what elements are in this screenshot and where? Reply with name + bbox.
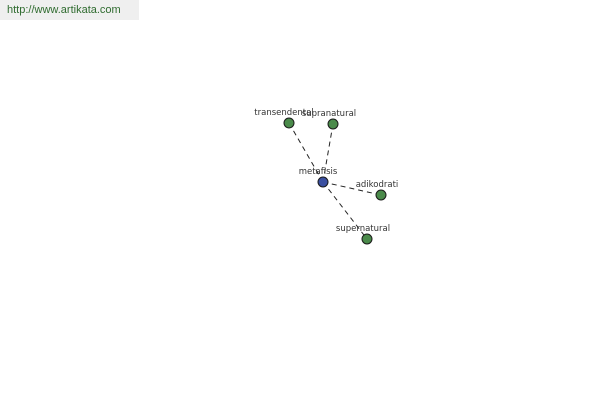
site-url-watermark[interactable]: http://www.artikata.com: [0, 0, 139, 20]
node-adikodrati[interactable]: [375, 189, 387, 201]
label-adikodrati[interactable]: adikodrati: [356, 180, 399, 190]
node-supranatural[interactable]: [327, 118, 339, 130]
node-supernatural[interactable]: [361, 233, 373, 245]
label-transendental[interactable]: transendental: [254, 108, 313, 118]
node-metafisis[interactable]: [317, 176, 329, 188]
edge-transendental: [288, 122, 324, 183]
edge-supernatural: [322, 181, 368, 240]
label-metafisis[interactable]: metafisis: [299, 167, 338, 177]
edge-adikodrati: [322, 181, 382, 196]
node-transendental[interactable]: [283, 117, 295, 129]
label-supranatural[interactable]: supranatural: [302, 109, 356, 119]
edge-supranatural: [322, 123, 334, 183]
label-supernatural[interactable]: supernatural: [336, 224, 390, 234]
